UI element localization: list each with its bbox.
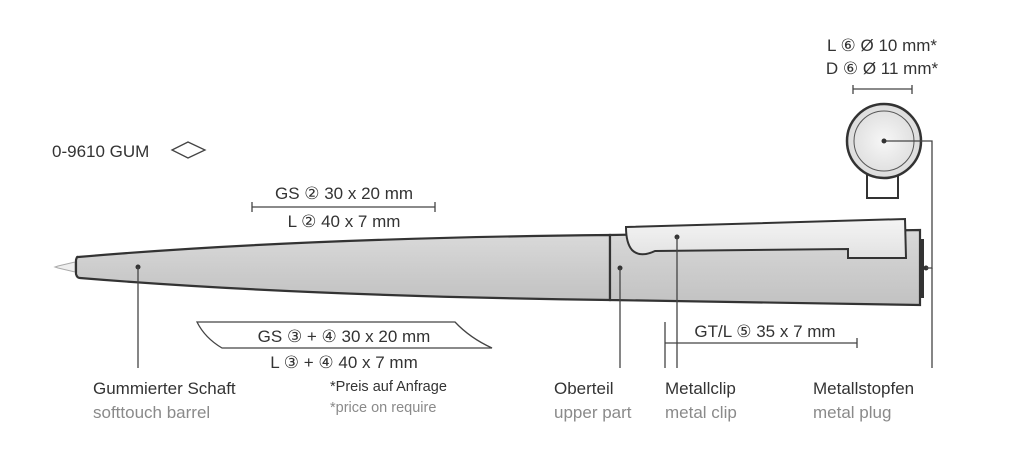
price-note-de: *Preis auf Anfrage [330,379,447,395]
part-label-upper-de: Oberteil [554,379,614,398]
pen-tip [53,261,76,273]
pen-barrel [74,233,612,302]
clip-imprint: GT/L ⑤ 35 x 7 mm [694,322,835,341]
part-label-plug-en: metal plug [813,403,891,422]
clip-dimension-bracket [664,322,858,368]
price-note-en: *price on require [330,400,436,416]
part-label-plug-de: Metallstopfen [813,379,914,398]
pen-clip [624,217,908,259]
wrap-imprint-gs: GS ③ + ④ 30 x 20 mm [258,327,431,346]
part-label-clip-de: Metallclip [665,379,736,398]
wrap-imprint-l: L ③ + ④ 40 x 7 mm [270,353,417,372]
plug-imprint-d: D ⑥ Ø 11 mm* [826,59,939,78]
barrel-imprint-gs: GS ② 30 x 20 mm [275,184,413,203]
barrel-imprint-l: L ② 40 x 7 mm [288,212,401,231]
product-code: 0-9610 GUM [52,142,149,161]
pen-end-plug [920,239,924,298]
leader-lines [135,138,933,368]
barrel-dimension-bracket [251,202,436,212]
part-label-barrel-de: Gummierter Schaft [93,379,236,398]
part-label-barrel-en: softtouch barrel [93,403,210,422]
pen [53,217,924,307]
diamond-outline-icon [170,141,207,159]
plug-imprint-l: L ⑥ Ø 10 mm* [827,36,937,55]
metal-plug-detail [845,102,923,199]
part-label-clip-en: metal clip [665,403,737,422]
part-label-upper-en: upper part [554,403,632,422]
plug-dimension-bracket [852,85,913,94]
wrap-imprint-area [195,321,493,349]
